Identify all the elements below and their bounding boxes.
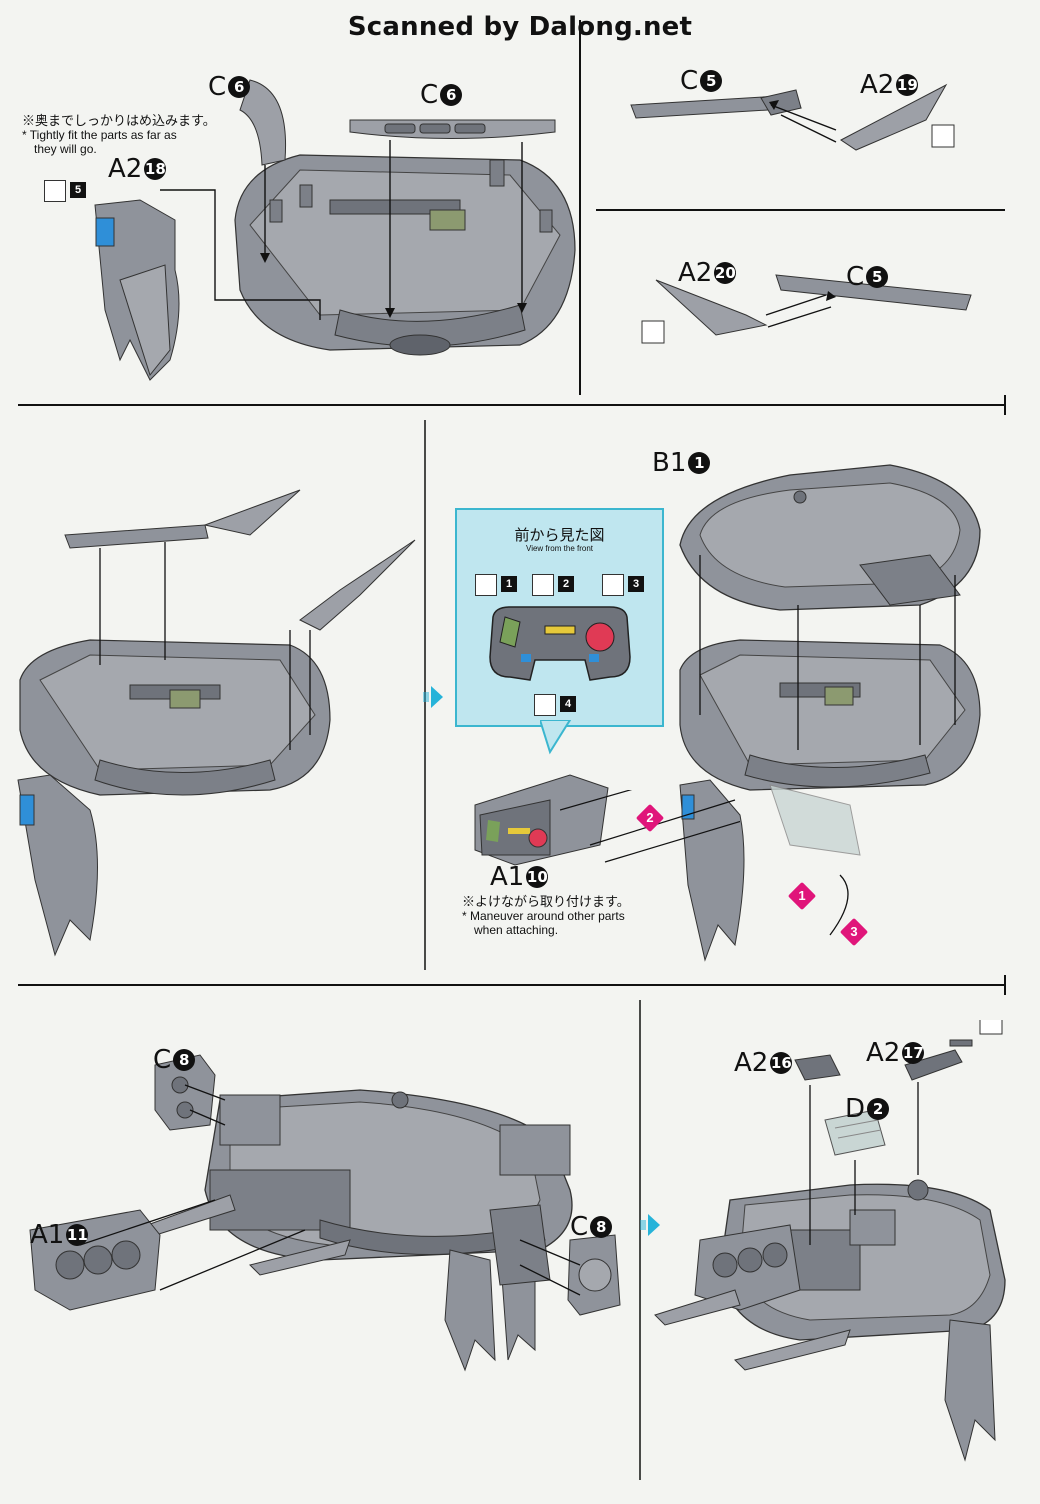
cutter-icon-4 [534,694,556,716]
next-step-arrow-2 [640,1214,660,1236]
part-a1-10-drawing [474,774,609,866]
step-marker-3: 3 [839,917,869,947]
cutter-icon-3 [602,574,624,596]
diagram-body-c8-a111 [29,1054,621,1372]
callout-pointer [540,720,572,755]
note-maneuver: ※よけながら取り付けます。 * Maneuver around other pa… [462,894,630,938]
diagram-step-c6-a218 [94,79,576,381]
step-marker-2: 2 [635,803,665,833]
callout-title: 前から見た図 [514,527,605,544]
diagram-step-c5-a219 [630,83,955,151]
cutter-icon-2 [532,574,554,596]
diagram-step-a220-c5 [641,274,972,344]
diagram-b1-top-shell [679,464,981,962]
note-tight-fit: ※奥までしっかりはめ込みます。 * Tightly fit the parts … [22,113,216,157]
callout-subtitle: View from the front [526,544,593,553]
cutter-step-icon [44,180,66,202]
sticker-number-2: 2 [558,576,574,592]
front-view-part [489,606,631,681]
sticker-number-3: 3 [628,576,644,592]
cutter-icon-1 [475,574,497,596]
next-step-arrow-1 [423,686,443,708]
diagram-base-with-wings [17,489,416,957]
sticker-number-1: 1 [501,576,517,592]
sticker-number-5: 5 [70,182,86,198]
front-view-callout: 前から見た図 View from the front 1 2 3 4 [455,508,664,727]
scan-credit-header: Scanned by Dalong.net [347,12,693,42]
step-marker-1: 1 [787,881,817,911]
diagram-final-a216-a217-d2 [654,1020,1006,1462]
sticker-number-4: 4 [560,696,576,712]
insertion-arrows [560,790,740,863]
